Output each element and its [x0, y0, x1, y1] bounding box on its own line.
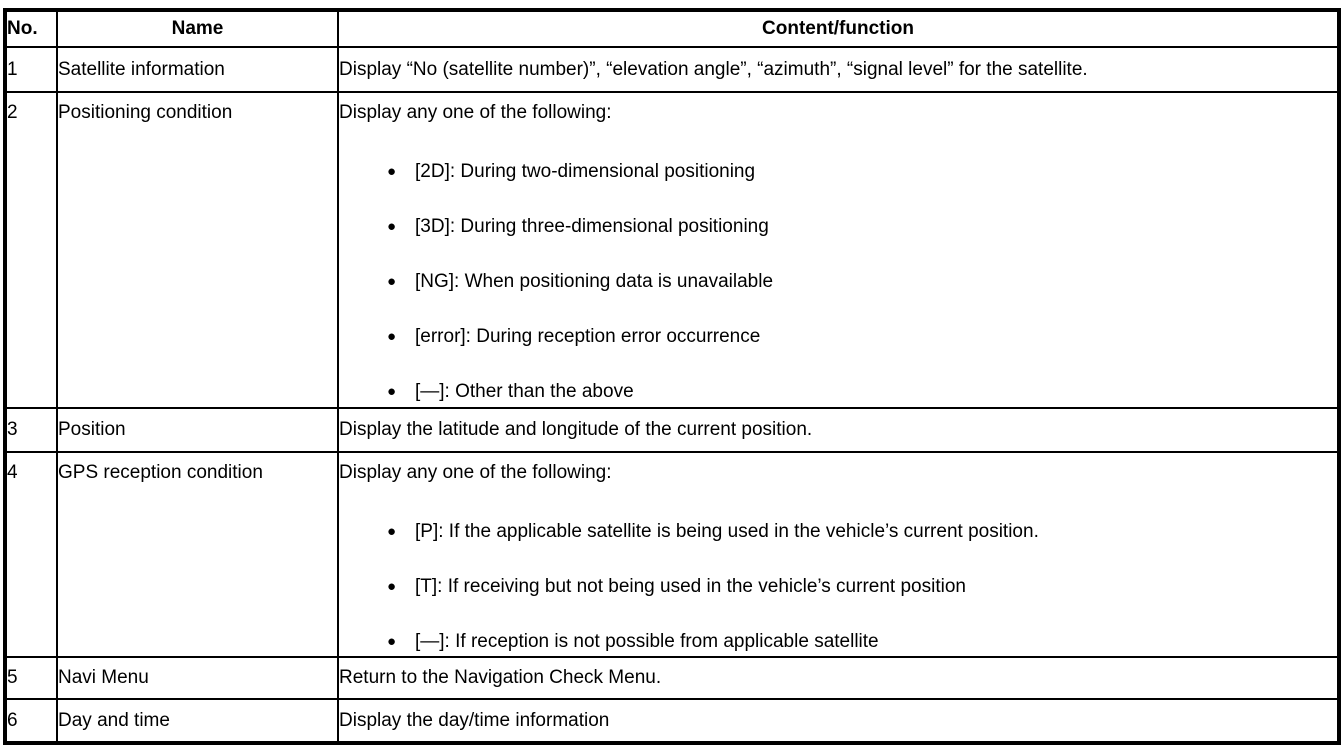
bullet-list: ● [P]: If the applicable satellite is bei… — [340, 520, 1337, 654]
row-no-cell: 2 — [4, 91, 58, 409]
row-name-cell: Position — [56, 407, 339, 453]
row-no-cell: 1 — [4, 46, 58, 93]
col-header-content-function: Content/function — [337, 9, 1340, 48]
row-content-cell: Display the latitude and longitude of th… — [337, 407, 1340, 453]
list-item-text: [error]: During reception error occurren… — [415, 326, 761, 347]
row-no-cell: 6 — [4, 698, 58, 744]
list-item: ● [T]: If receiving but not being used in… — [387, 575, 1337, 599]
list-item-text: [P]: If the applicable satellite is bein… — [415, 521, 1039, 542]
row-name-cell: Positioning condition — [56, 91, 339, 409]
col-header-no: No. — [4, 9, 58, 48]
table-row: 6 Day and time Display the day/time info… — [4, 698, 1340, 744]
bullet-list: ● [2D]: During two-dimensional positionin… — [340, 160, 1337, 404]
row-no-cell: 5 — [4, 656, 58, 700]
row-content-cell: Display any one of the following: ● [P]: … — [337, 451, 1340, 658]
row-name-cell: Day and time — [56, 698, 339, 744]
table-header-row: No. Name Content/function — [4, 9, 1340, 48]
table-row: 5 Navi Menu Return to the Navigation Che… — [4, 656, 1340, 700]
list-item-text: [3D]: During three-dimensional positioni… — [415, 216, 769, 237]
bullet-icon: ● — [387, 163, 397, 180]
bullet-icon: ● — [387, 578, 397, 595]
list-item: ● [NG]: When positioning data is unavaila… — [387, 270, 1337, 294]
bullet-icon: ● — [387, 218, 397, 235]
row-no-cell: 4 — [4, 451, 58, 658]
bullet-icon: ● — [387, 523, 397, 540]
content-lead-text: Display any one of the following: — [339, 102, 612, 123]
list-item-text: [—]: Other than the above — [415, 381, 634, 402]
list-item: ● [error]: During reception error occurre… — [387, 325, 1337, 349]
list-item: ● [—]: Other than the above — [387, 380, 1337, 404]
list-item: ● [2D]: During two-dimensional positionin… — [387, 160, 1337, 184]
row-content-cell: Display any one of the following: ● [2D]:… — [337, 91, 1340, 409]
list-item-text: [2D]: During two-dimensional positioning — [415, 161, 756, 182]
table-row: 1 Satellite information Display “No (sat… — [4, 46, 1340, 93]
row-content-cell: Return to the Navigation Check Menu. — [337, 656, 1340, 700]
row-name-cell: Navi Menu — [56, 656, 339, 700]
content-lead-text: Display any one of the following: — [339, 462, 612, 483]
list-item: ● [P]: If the applicable satellite is bei… — [387, 520, 1337, 544]
list-item: ● [—]: If reception is not possible from … — [387, 630, 1337, 654]
list-item: ● [3D]: During three-dimensional position… — [387, 215, 1337, 239]
col-header-name: Name — [56, 9, 339, 48]
table-row: 2 Positioning condition Display any one … — [4, 91, 1340, 409]
table-row: 3 Position Display the latitude and long… — [4, 407, 1340, 453]
bullet-icon: ● — [387, 328, 397, 345]
row-name-cell: GPS reception condition — [56, 451, 339, 658]
gps-info-table: No. Name Content/function 1 Satellite in… — [3, 8, 1341, 745]
list-item-text: [—]: If reception is not possible from a… — [415, 631, 879, 652]
table-row: 4 GPS reception condition Display any on… — [4, 451, 1340, 658]
list-item-text: [NG]: When positioning data is unavailab… — [415, 271, 774, 292]
bullet-icon: ● — [387, 383, 397, 400]
row-content-cell: Display the day/time information — [337, 698, 1340, 744]
list-item-text: [T]: If receiving but not being used in … — [415, 576, 966, 597]
row-content-cell: Display “No (satellite number)”, “elevat… — [337, 46, 1340, 93]
bullet-icon: ● — [387, 633, 397, 650]
row-name-cell: Satellite information — [56, 46, 339, 93]
bullet-icon: ● — [387, 273, 397, 290]
row-no-cell: 3 — [4, 407, 58, 453]
